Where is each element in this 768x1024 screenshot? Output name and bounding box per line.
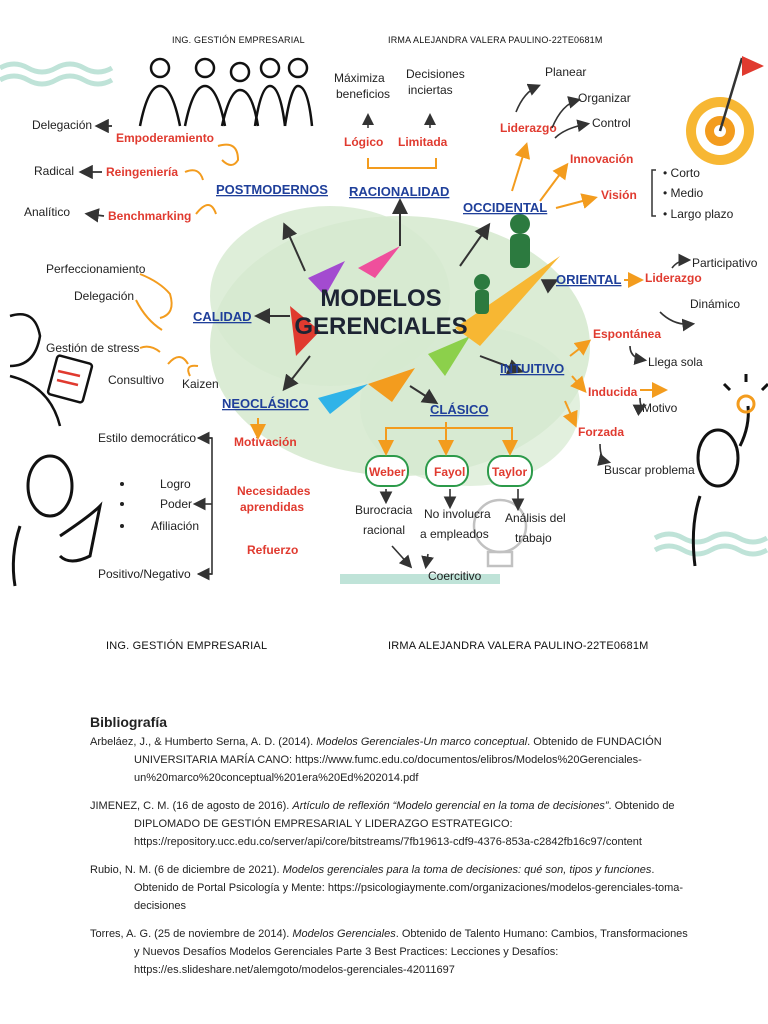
oriental-item-participativo: Participativo [692,256,758,270]
intuitivo-item-forzada: Forzada [578,425,624,439]
intuitivo-item-espontanea: Espontánea [593,327,661,341]
background-blob [210,206,590,486]
neoclasico-detail-positivo: Positivo/Negativo [98,567,191,581]
footer-header-right: IRMA ALEJANDRA VALERA PAULINO-22TE0681M [388,640,649,652]
branch-arrows [254,198,559,405]
calidad-curls [135,273,199,377]
clasico-author-weber: Weber [369,465,406,479]
occidental-liderazgo: Liderazgo [500,121,557,135]
bibliography-title: Bibliografía [90,714,168,730]
footer-header-left: ING. GESTIÓN EMPRESARIAL [106,640,268,652]
intuitivo-result-motivo: Motivo [642,401,678,415]
branch-calidad: CALIDAD [193,309,252,324]
neoclasico-item-motivacion: Motivación [234,435,297,449]
occidental-liderazgo-control: Control [592,116,631,130]
postmodernos-result-radical: Radical [34,164,74,178]
header-right: IRMA ALEJANDRA VALERA PAULINO-22TE0681M [388,35,603,45]
person-clipboard-doodle [9,313,94,427]
postmodernos-result-analitico: Analítico [24,205,70,219]
bib-entry: Arbeláez, J., & Humberto Serna, A. D. (2… [90,736,662,784]
occidental-innovacion: Innovación [570,152,633,166]
branch-neoclasico: NEOCLÁSICO [222,396,309,411]
clasico-author-fayol: Fayol [434,465,465,479]
calidad-item-perfeccionamiento: Perfeccionamiento [46,262,146,276]
branch-occidental: OCCIDENTAL [463,200,547,215]
person-tablet-doodle [11,454,103,587]
clasico-result-coercitivo: Coercitivo [428,569,482,583]
occidental-vision-largo: • Largo plazo [663,207,734,221]
calidad-item-kaizen: Kaizen [182,377,219,391]
paper-planes [290,246,560,414]
postmodernos-item-benchmarking: Benchmarking [108,209,191,223]
neoclasico-item-refuerzo: Refuerzo [247,543,298,557]
climbers-illustration [474,214,530,314]
target-icon [686,56,764,165]
branch-postmodernos: POSTMODERNOS [216,182,328,197]
racionalidad-item-logico: Lógico [344,135,383,149]
intuitivo-result-llega-sola: Llega sola [648,355,703,369]
wave-stripe-bottom [340,574,500,584]
clasico-author-taylor: Taylor [492,465,527,479]
branch-racionalidad: RACIONALIDAD [349,184,449,199]
neoclasico-detail-afiliacion: Afiliación [151,519,199,533]
branch-clasico: CLÁSICO [430,402,489,417]
bib-entry: JIMENEZ, C. M. (16 de agosto de 2016). A… [90,800,675,848]
neoclasico-detail-estilo: Estilo democrático [98,431,196,445]
people-doodle [138,57,314,127]
wave-stripes-right [653,531,768,557]
map-title-line1: MODELOS [320,285,441,312]
postmodernos-result-delegacion: Delegación [32,118,92,132]
oriental-item-dinamico: Dinámico [690,297,740,311]
postmodernos-item-empoderamiento: Empoderamiento [116,131,214,145]
bibliography: Bibliografía Arbeláez, J., & Humberto Se… [90,713,690,989]
calidad-item-consultivo: Consultivo [108,373,164,387]
branch-oriental: ORIENTAL [556,272,622,287]
occidental-vision-medio: • Medio [663,186,704,200]
postmodernos-curls [184,143,240,215]
intuitivo-result-buscar-problema: Buscar problema [604,463,695,477]
occidental-vision: Visión [601,188,637,202]
mind-map: MODELOS GERENCIALES POSTMODERNOS Empoder… [0,56,768,587]
postmodernos-item-reingenieria: Reingeniería [106,165,178,179]
neoclasico-detail-logro: Logro [160,477,191,491]
neoclasico-detail-poder: Poder [160,497,192,511]
intuitivo-item-inducida: Inducida [588,385,638,399]
wave-stripes-left [0,61,114,87]
occidental-vision-corto: • Corto [663,166,700,180]
bib-entry: Rubio, N. M. (6 de diciembre de 2021). M… [90,864,684,912]
calidad-item-gestion-stress: Gestión de stress [46,341,139,355]
person-lightbulb-doodle [691,374,768,567]
occidental-liderazgo-planear: Planear [545,65,586,79]
calidad-item-delegacion: Delegación [74,289,134,303]
racionalidad-item-limitada: Limitada [398,135,448,149]
oriental-liderazgo: Liderazgo [645,271,702,285]
branch-intuitivo: INTUITIVO [500,361,564,376]
lightbulb-icon [472,498,528,568]
occidental-liderazgo-organizar: Organizar [578,91,631,105]
map-title-line2: GERENCIALES [294,313,467,340]
bib-entry: Torres, A. G. (25 de noviembre de 2014).… [90,928,688,976]
header-left: ING. GESTIÓN EMPRESARIAL [172,35,305,45]
